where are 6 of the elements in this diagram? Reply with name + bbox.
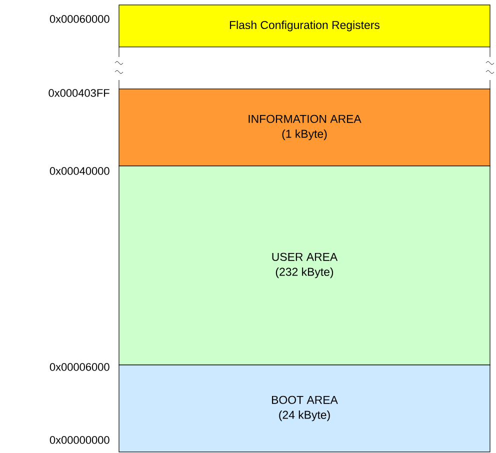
address-label: 0x00040000	[50, 167, 110, 175]
memory-region: USER AREA (232 kByte)	[118, 166, 490, 366]
memory-region: INFORMATION AREA (1 kByte)	[118, 88, 490, 166]
address-label: 0x00006000	[50, 363, 110, 371]
memory-region: Flash Configuration Registers	[118, 4, 490, 48]
memory-region: BOOT AREA (24 kByte)	[118, 364, 490, 452]
